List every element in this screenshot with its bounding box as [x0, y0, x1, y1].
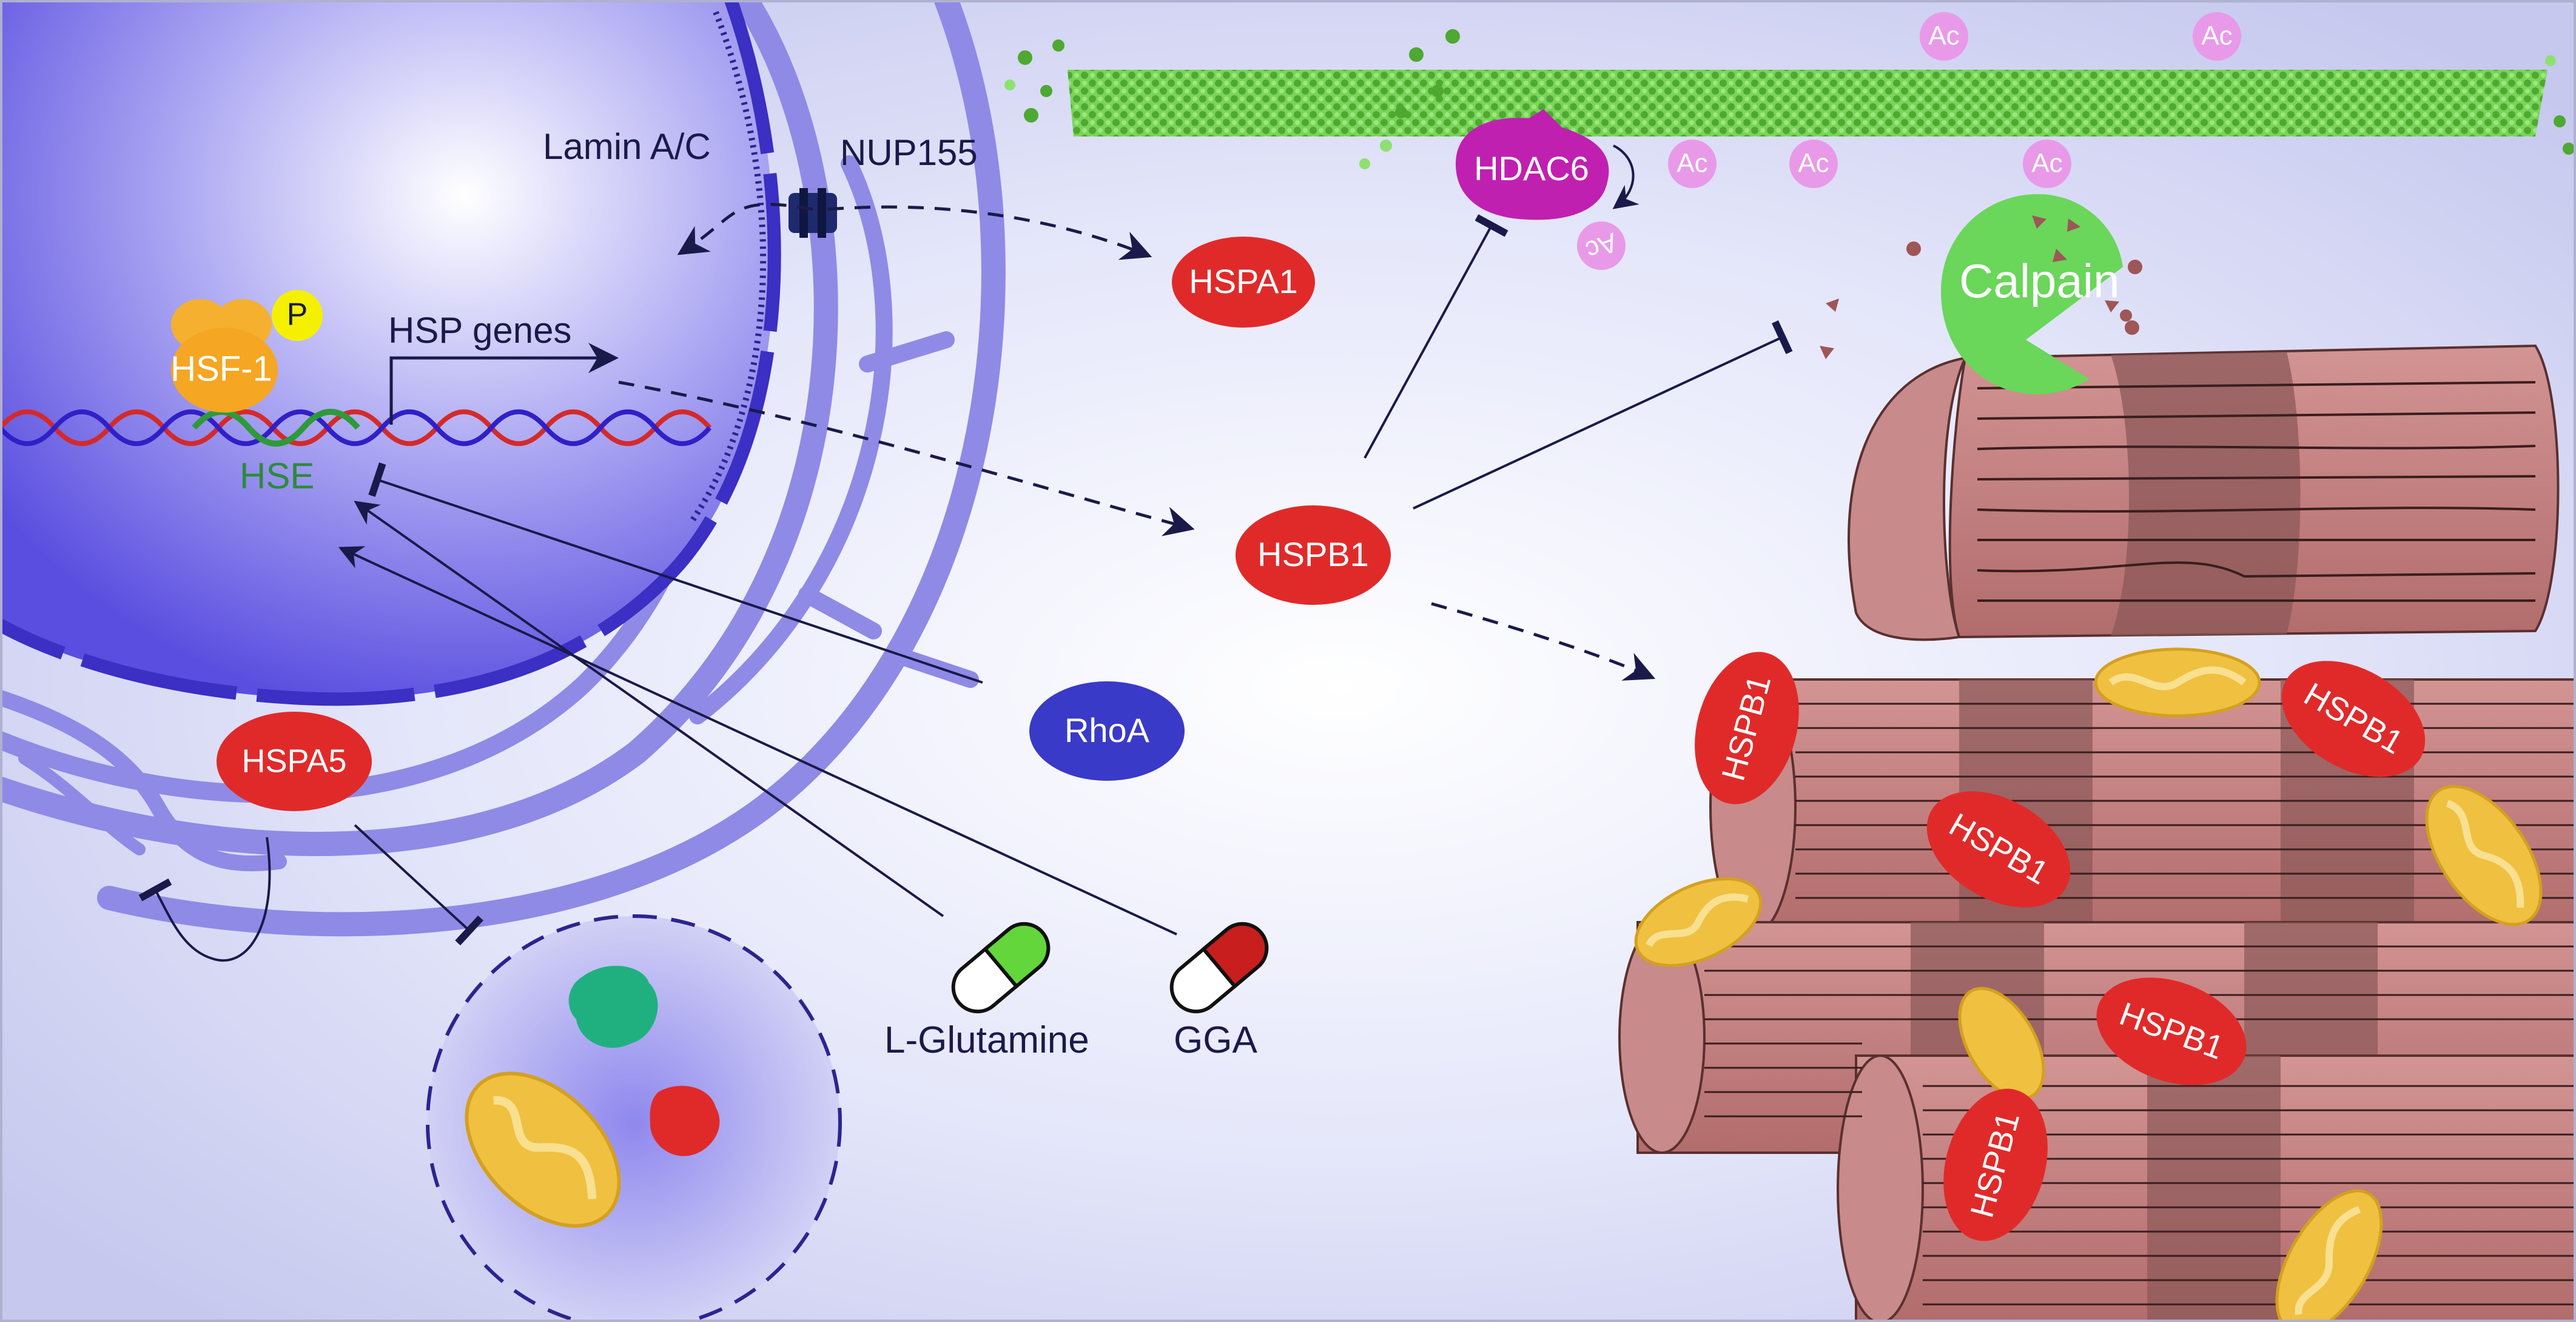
calpain-protein: Calpain — [1820, 194, 2142, 394]
dashed-arrows — [618, 203, 1656, 681]
acetyl-icon: Ac — [1920, 12, 1968, 61]
protein-aggregate-red — [650, 1085, 720, 1156]
hspb1-bound: HSPB1 — [1926, 791, 2071, 908]
mitochondrion-icon — [2425, 784, 2543, 926]
mitochondrion-icon — [2275, 1189, 2383, 1322]
hspa1-label: HSPA1 — [1189, 262, 1297, 300]
hspb1-bound: HSPB1 — [2281, 661, 2426, 777]
gga-pill-icon — [1169, 922, 1269, 1014]
hspa5-label: HSPA5 — [241, 743, 346, 779]
autophagosome — [426, 914, 842, 1322]
mitochondrion-icon — [2094, 647, 2261, 718]
acetyl-icon: Ac — [2023, 140, 2071, 188]
gga-label: GGA — [1174, 1019, 1257, 1061]
muscle-fiber-cut — [1848, 344, 2560, 641]
nup155-label: NUP155 — [840, 132, 978, 173]
transcription-arrow — [389, 343, 619, 425]
svg-text:Ac: Ac — [2201, 21, 2232, 51]
acetyl-icon: Ac — [1789, 140, 1838, 188]
svg-text:Ac: Ac — [1798, 149, 1829, 178]
hsf1-protein: HSF-1 P — [170, 290, 323, 413]
hse-label: HSE — [240, 456, 314, 496]
mitochondrion-icon — [465, 1071, 621, 1228]
rhoa-protein: RhoA — [1029, 681, 1185, 781]
lamin-label: Lamin A/C — [543, 126, 711, 167]
rhoa-label: RhoA — [1064, 711, 1150, 749]
phospho-label: P — [287, 297, 308, 332]
hspa5-protein: HSPA5 — [217, 712, 372, 811]
hsf1-label: HSF-1 — [170, 349, 272, 388]
hspb1-bound: HSPB1 — [1943, 1088, 2048, 1241]
l-glutamine-label: L-Glutamine — [884, 1019, 1089, 1061]
hdac6-label: HDAC6 — [1474, 149, 1589, 187]
hspa1-protein: HSPA1 — [1172, 237, 1315, 328]
svg-text:Ac: Ac — [2031, 149, 2062, 178]
microtubule — [1004, 29, 2575, 169]
hspb1-center-label: HSPB1 — [1257, 535, 1369, 573]
hspb1-bound: HSPB1 — [1695, 652, 1799, 804]
hspb1-protein: HSPB1 — [1236, 505, 1391, 605]
svg-text:Ac: Ac — [1676, 149, 1707, 178]
calpain-label: Calpain — [1959, 254, 2120, 308]
protein-aggregate-green — [568, 965, 658, 1048]
hspb1-bound: HSPB1 — [2096, 977, 2247, 1085]
acetyl-icon: Ac — [2193, 12, 2241, 61]
mitochondrion-icon — [1958, 986, 2045, 1101]
regulation-lines — [138, 214, 1793, 962]
l-glutamine-pill-icon — [951, 922, 1051, 1014]
hdac6-protein: HDAC6 — [1456, 109, 1639, 220]
svg-text:Ac: Ac — [1928, 21, 1959, 51]
acetyl-icon: Ac — [1577, 221, 1626, 270]
nucleus — [0, 0, 781, 706]
acetyl-groups: Ac Ac Ac Ac Ac Ac — [1577, 12, 2241, 270]
muscle-bundle: HSPB1 HSPB1 HSPB1 HSPB1 HSPB1 — [1618, 647, 2576, 1322]
mitochondrion-icon — [1634, 877, 1763, 968]
hsp-genes-label: HSP genes — [388, 310, 571, 351]
acetyl-icon: Ac — [1668, 140, 1717, 188]
nuclear-pore-icon — [789, 188, 837, 238]
